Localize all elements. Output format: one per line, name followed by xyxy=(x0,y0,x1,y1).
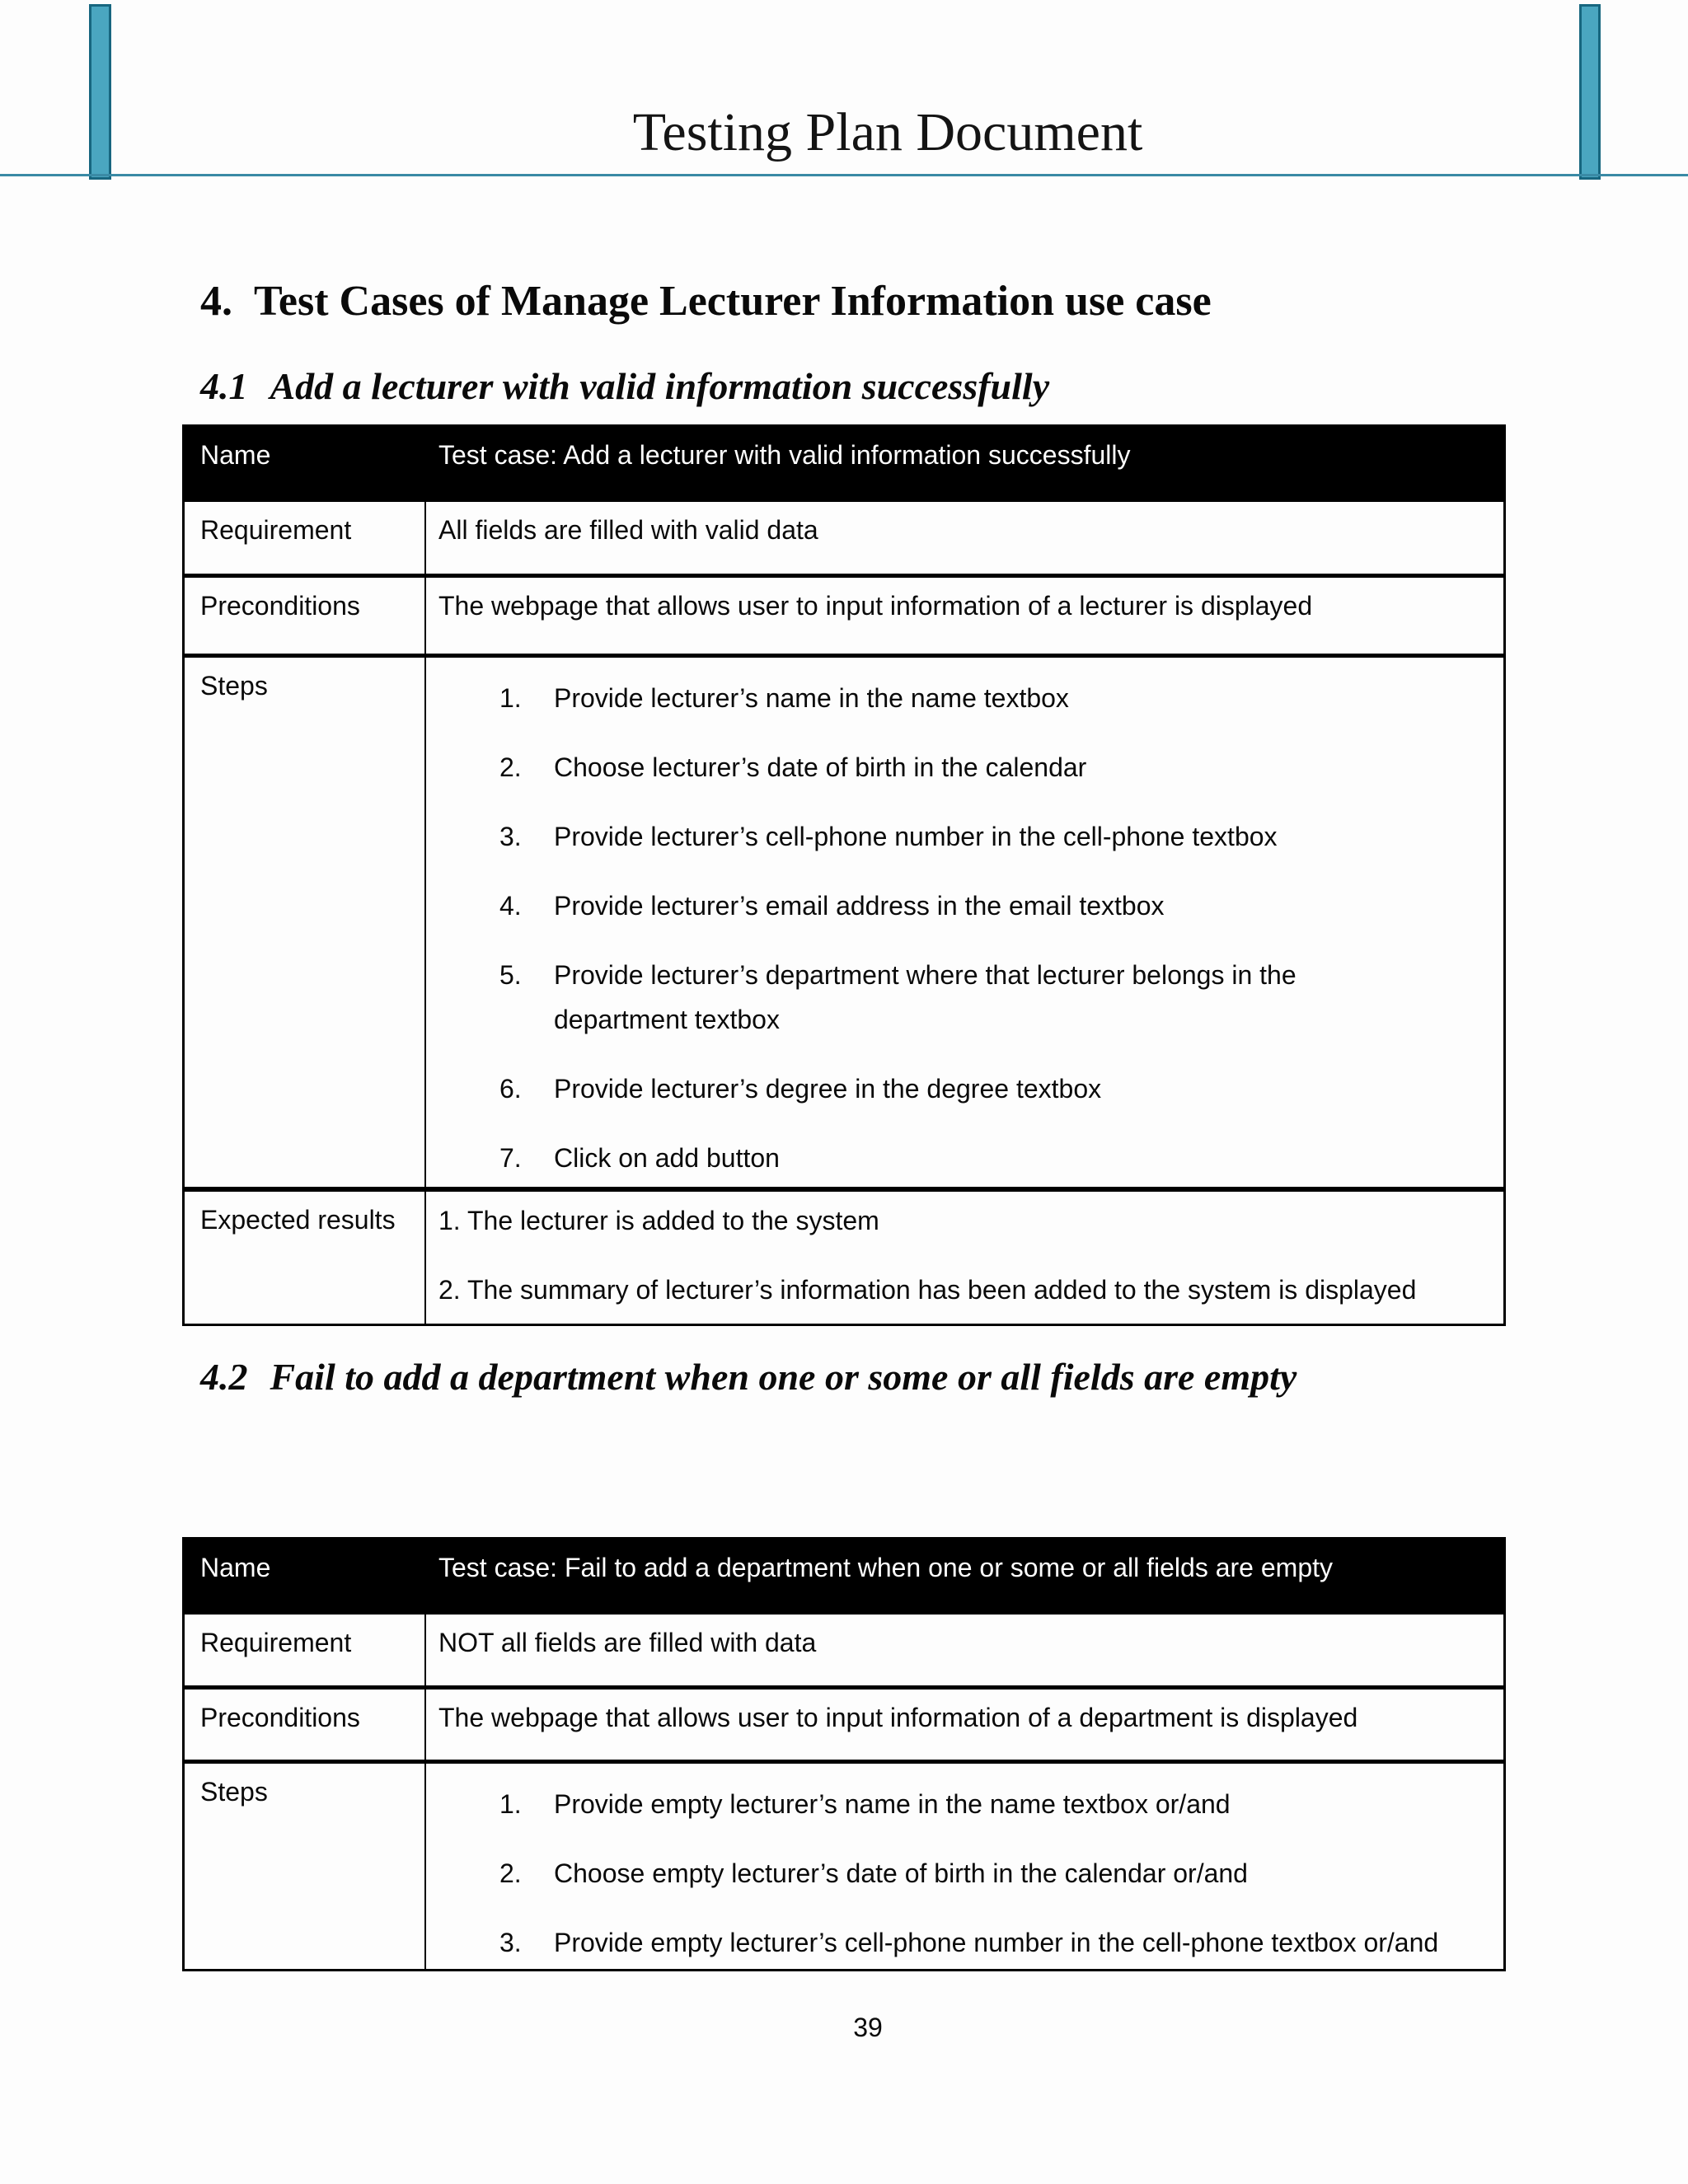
step-item: 2.Choose empty lecturer’s date of birth … xyxy=(499,1851,1490,1896)
step-item: 5.Provide lecturer’s department where th… xyxy=(499,953,1490,1042)
step-number: 4. xyxy=(499,891,522,921)
table-row-preconditions: Preconditions The webpage that allows us… xyxy=(185,574,1503,654)
preconditions-label: Preconditions xyxy=(200,591,360,621)
step-number: 3. xyxy=(499,822,522,851)
header-accent-bar-right xyxy=(1579,4,1601,180)
subsection-number: 4.1 xyxy=(200,365,248,407)
subsection-number: 4.2 xyxy=(200,1356,248,1398)
table-row-name: Name Test case: Add a lecturer with vali… xyxy=(185,427,1503,499)
step-number: 6. xyxy=(499,1074,522,1104)
expected-result-line: 2. The summary of lecturer’s information… xyxy=(438,1275,1417,1305)
test-case-table-add-lecturer: Name Test case: Add a lecturer with vali… xyxy=(182,424,1506,1326)
expected-result-line: 1. The lecturer is added to the system xyxy=(438,1206,879,1235)
requirement-value: NOT all fields are filled with data xyxy=(424,1615,1503,1685)
step-item: 1.Provide empty lecturer’s name in the n… xyxy=(499,1782,1490,1826)
step-number: 1. xyxy=(499,683,522,713)
section-heading-4: 4. Test Cases of Manage Lecturer Informat… xyxy=(200,280,1212,323)
subsection-heading-text: Add a lecturer with valid information su… xyxy=(270,365,1050,407)
expected-results-cell: 1. The lecturer is added to the system 2… xyxy=(424,1192,1503,1324)
name-label: Name xyxy=(200,440,271,470)
requirement-value: All fields are filled with valid data xyxy=(424,502,1503,574)
step-item: 3.Provide empty lecturer’s cell-phone nu… xyxy=(499,1920,1490,1965)
step-number: 2. xyxy=(499,1858,522,1888)
steps-list-cell: 1.Provide empty lecturer’s name in the n… xyxy=(424,1764,1503,1969)
requirement-label: Requirement xyxy=(200,1628,352,1657)
name-label: Name xyxy=(200,1553,271,1582)
steps-label: Steps xyxy=(200,671,268,701)
requirement-label: Requirement xyxy=(200,515,352,545)
table-row-steps: Steps 1.Provide empty lecturer’s name in… xyxy=(185,1760,1503,1969)
name-value: Test case: Fail to add a department when… xyxy=(424,1540,1503,1612)
step-item: 6.Provide lecturer’s degree in the degre… xyxy=(499,1066,1490,1111)
steps-list: 1.Provide empty lecturer’s name in the n… xyxy=(438,1775,1497,1965)
step-item: 1.Provide lecturer’s name in the name te… xyxy=(499,676,1490,720)
subsection-heading-4-1: 4.1 Add a lecturer with valid information… xyxy=(200,368,1049,405)
section-heading-text: Test Cases of Manage Lecturer Informatio… xyxy=(254,278,1212,325)
document-title: Testing Plan Document xyxy=(632,102,1143,162)
step-item: 4.Provide lecturer’s email address in th… xyxy=(499,883,1490,928)
test-case-table-fail-add-department: Name Test case: Fail to add a department… xyxy=(182,1537,1506,1971)
header-accent-bar-left xyxy=(89,4,111,180)
expected-results-label: Expected results xyxy=(200,1205,396,1235)
page-number: 39 xyxy=(853,2013,883,2042)
step-number: 3. xyxy=(499,1928,522,1957)
subsection-heading-text: Fail to add a department when one or som… xyxy=(270,1356,1297,1398)
preconditions-value: The webpage that allows user to input in… xyxy=(424,1690,1503,1760)
preconditions-label: Preconditions xyxy=(200,1703,360,1732)
step-item: 7.Click on add button xyxy=(499,1136,1490,1180)
step-number: 2. xyxy=(499,752,522,782)
header-rule-line xyxy=(0,174,1688,176)
name-value: Test case: Add a lecturer with valid inf… xyxy=(424,427,1503,499)
table-row-requirement: Requirement NOT all fields are filled wi… xyxy=(185,1612,1503,1685)
table-row-name: Name Test case: Fail to add a department… xyxy=(185,1540,1503,1612)
table-row-preconditions: Preconditions The webpage that allows us… xyxy=(185,1685,1503,1760)
step-number: 7. xyxy=(499,1143,522,1173)
table-row-requirement: Requirement All fields are filled with v… xyxy=(185,499,1503,574)
step-number: 5. xyxy=(499,960,522,990)
step-item: 3.Provide lecturer’s cell-phone number i… xyxy=(499,814,1490,859)
table-row-steps: Steps 1.Provide lecturer’s name in the n… xyxy=(185,654,1503,1187)
preconditions-value: The webpage that allows user to input in… xyxy=(424,578,1503,654)
step-number: 1. xyxy=(499,1789,522,1819)
section-number: 4. xyxy=(200,278,232,325)
subsection-heading-4-2: 4.2 Fail to add a department when one or … xyxy=(200,1358,1296,1396)
steps-list: 1.Provide lecturer’s name in the name te… xyxy=(438,669,1497,1180)
step-item: 2.Choose lecturer’s date of birth in the… xyxy=(499,745,1490,790)
table-row-expected-results: Expected results 1. The lecturer is adde… xyxy=(185,1187,1503,1324)
steps-list-cell: 1.Provide lecturer’s name in the name te… xyxy=(424,658,1503,1187)
steps-label: Steps xyxy=(200,1777,268,1807)
